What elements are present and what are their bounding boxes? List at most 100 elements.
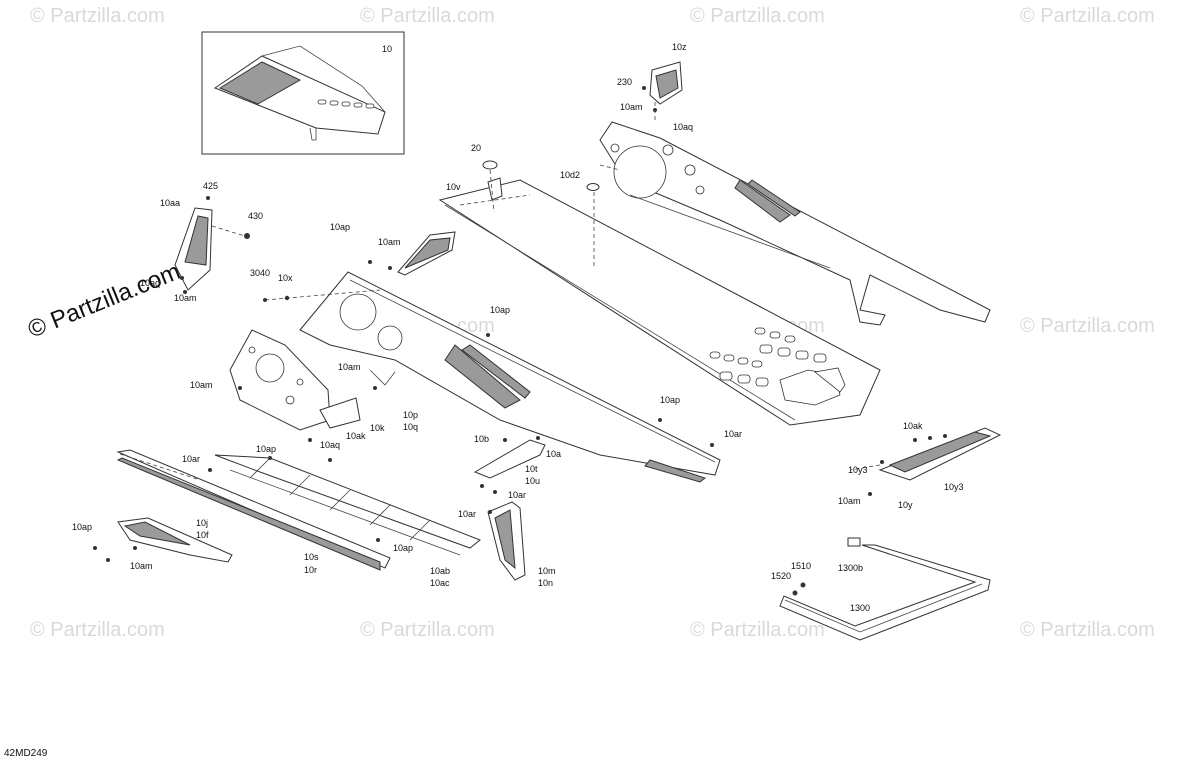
- label-10aq: 10aq: [140, 278, 160, 288]
- bracket-10k: [319, 397, 361, 429]
- label-10m: 10m: [538, 566, 556, 576]
- bulkhead-plate: [229, 329, 361, 431]
- label-10ap: 10ap: [393, 543, 413, 553]
- watermark: © Partzilla.com: [360, 619, 495, 641]
- inset-panel: [218, 61, 302, 105]
- label-10q: 10q: [403, 422, 418, 432]
- label-10ar: 10ar: [182, 454, 200, 464]
- leader-lines: [119, 100, 881, 481]
- frame-crossbar: [229, 469, 461, 556]
- watermark: © Partzilla.com: [30, 619, 165, 641]
- watermark: © Partzilla.com: [690, 5, 825, 27]
- label-230: 230: [617, 77, 632, 87]
- front-grille-10aa: [174, 207, 250, 291]
- fastener-1510: [800, 582, 806, 588]
- label-10ap: 10ap: [660, 395, 680, 405]
- bracket-10t: [473, 439, 546, 479]
- label-10f: 10f: [196, 530, 209, 540]
- label-1300: 1300: [850, 603, 870, 613]
- bumper-1300: [779, 544, 991, 641]
- plate-10y: [878, 427, 1002, 481]
- label-10ak: 10ak: [903, 421, 923, 431]
- label-1520: 1520: [771, 571, 791, 581]
- label-10ap: 10ap: [490, 305, 510, 315]
- label-10p: 10p: [403, 410, 418, 420]
- watermark: © Partzilla.com: [1020, 619, 1155, 641]
- label-1510: 1510: [791, 561, 811, 571]
- bracket-10j: [117, 517, 233, 563]
- tunnel-top-plate: [397, 160, 881, 426]
- right-rail-edge: [629, 194, 831, 269]
- diagram-code: 42MD249: [4, 748, 48, 759]
- bulkhead: [229, 329, 331, 431]
- label-10k: 10k: [370, 423, 385, 433]
- label-10am: 10am: [174, 293, 197, 303]
- label-10y: 10y: [898, 500, 913, 510]
- tunnel-plate: [438, 179, 881, 426]
- label-10aa: 10aa: [160, 198, 180, 208]
- tunnel-slots-row2: [709, 351, 846, 406]
- label-10ap: 10ap: [256, 444, 276, 454]
- label-10b: 10b: [474, 434, 489, 444]
- label-10am: 10am: [190, 380, 213, 390]
- inset-assembly: 10: [201, 31, 405, 155]
- label-10ap: 10ap: [330, 222, 350, 232]
- watermark: © Partzilla.com: [1020, 315, 1155, 337]
- tunnel-front-grille: [404, 237, 451, 269]
- inset-bracket: [309, 127, 317, 141]
- right-rail-vent: [734, 179, 791, 223]
- inset-label: 10: [382, 44, 392, 54]
- watermark-main: © Partzilla.com: [24, 258, 184, 344]
- label-10ar: 10ar: [724, 429, 742, 439]
- label-10am: 10am: [130, 561, 153, 571]
- label-10am: 10am: [378, 237, 401, 247]
- watermark: © Partzilla.com: [360, 5, 495, 27]
- fastener-430: [244, 233, 250, 239]
- label-10ap: 10ap: [72, 522, 92, 532]
- label-10x: 10x: [278, 273, 293, 283]
- grommet-20: [482, 160, 498, 170]
- label-10s: 10s: [304, 552, 319, 562]
- fastener-1520: [792, 590, 798, 596]
- rear-bumper: [779, 537, 991, 641]
- label-10y3: 10y3: [848, 465, 868, 475]
- label-1300b: 1300b: [838, 563, 863, 573]
- label-10j: 10j: [196, 518, 208, 528]
- fuel-neck: [487, 177, 503, 201]
- leader: [211, 225, 246, 237]
- label-10r: 10r: [304, 565, 317, 575]
- label-10d2: 10d2: [560, 170, 580, 180]
- label-10aq: 10aq: [320, 440, 340, 450]
- left-rail: [299, 271, 721, 476]
- watermark: © Partzilla.com: [30, 5, 165, 27]
- leader: [489, 169, 495, 213]
- label-10ar: 10ar: [508, 490, 526, 500]
- part-labels: 10z 230 10am 10aq 20 10d2 10v 425 10aa 4…: [72, 42, 964, 613]
- bracket-10t-plate: [473, 439, 546, 479]
- left-rail-hole: [339, 293, 377, 331]
- label-430: 430: [248, 211, 263, 221]
- right-side-panel: [599, 61, 991, 326]
- label-10ab: 10ab: [430, 566, 450, 576]
- bumper-edge: [784, 583, 983, 633]
- left-side-panel: [299, 271, 721, 483]
- right-rail-hole: [613, 145, 667, 199]
- inset-tunnel-edge: [261, 45, 386, 113]
- label-3040: 3040: [250, 268, 270, 278]
- frame-10ab: [214, 454, 481, 549]
- label-425: 425: [203, 181, 218, 191]
- label-10z: 10z: [672, 42, 687, 52]
- label-10u: 10u: [525, 476, 540, 486]
- label-10ac: 10ac: [430, 578, 450, 588]
- label-10n: 10n: [538, 578, 553, 588]
- label-10a: 10a: [546, 449, 561, 459]
- bumper-clip-1300b: [847, 537, 861, 547]
- label-10am: 10am: [620, 102, 643, 112]
- label-10aq: 10aq: [673, 122, 693, 132]
- label-10am: 10am: [338, 362, 361, 372]
- bracket-10p: [369, 369, 396, 386]
- label-10am: 10am: [838, 496, 861, 506]
- watermark: © Partzilla.com: [1020, 5, 1155, 27]
- label-10y3: 10y3: [944, 482, 964, 492]
